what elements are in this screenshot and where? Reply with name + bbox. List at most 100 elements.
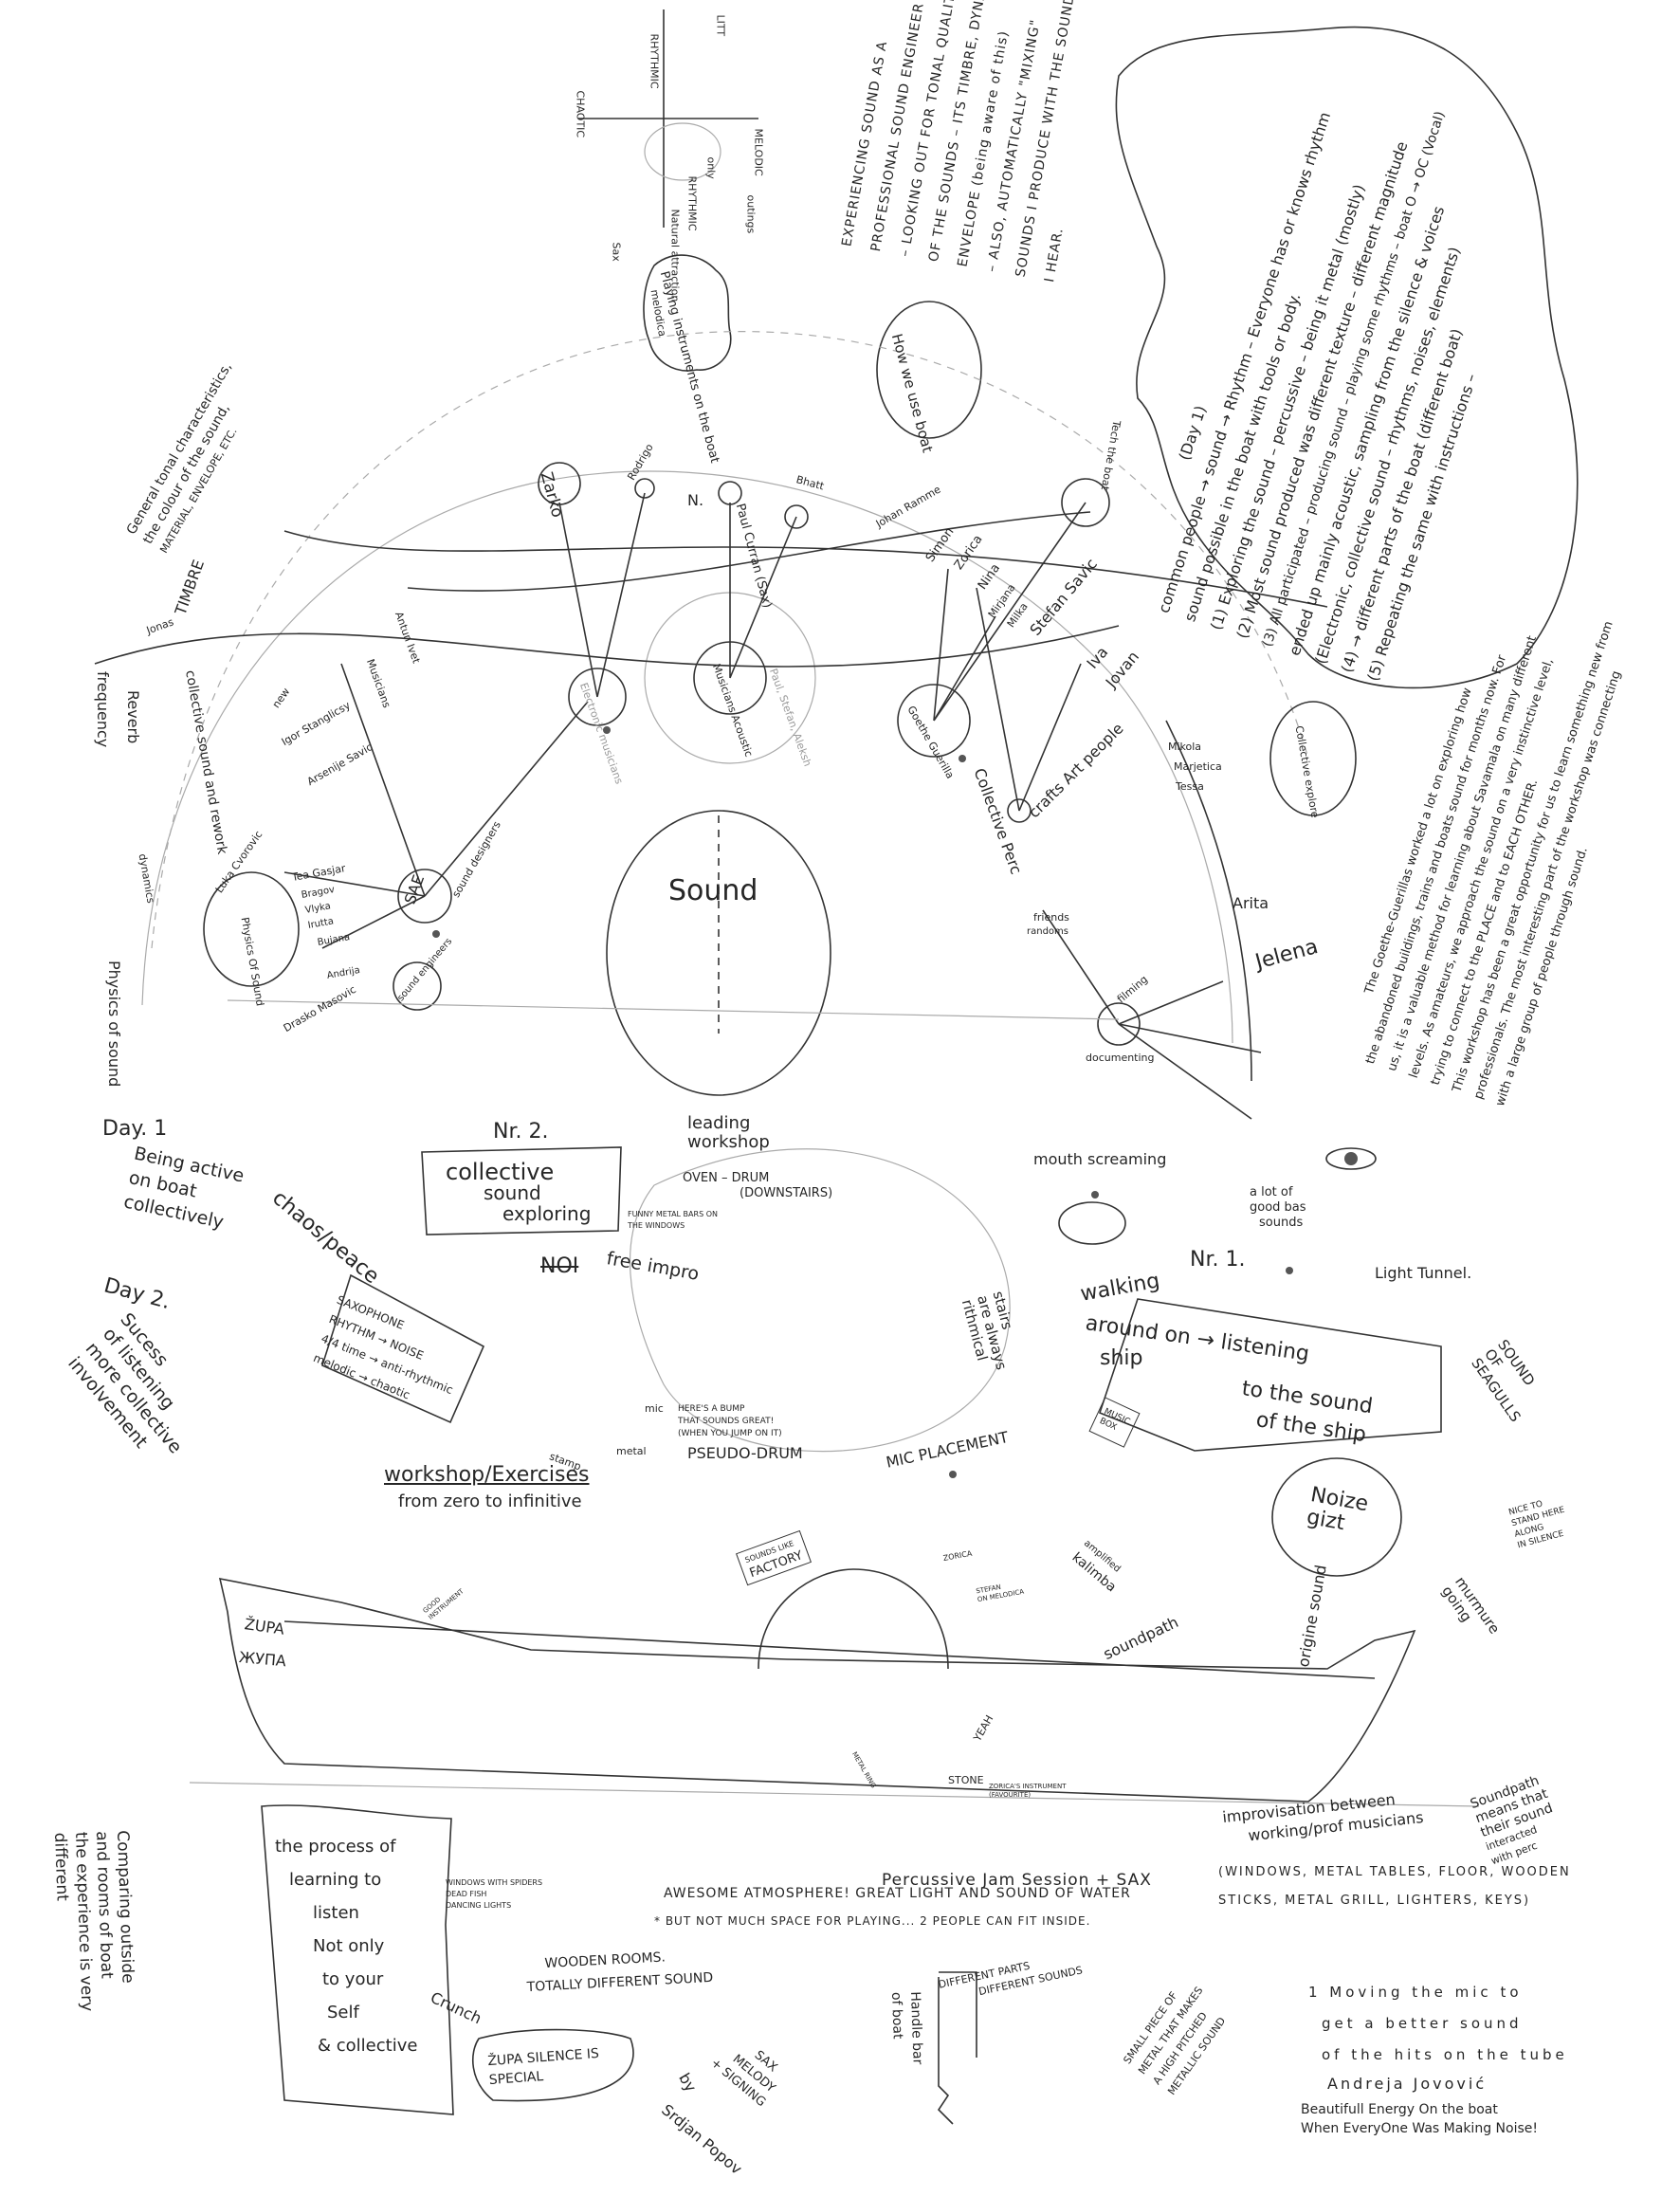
not-much-space-label: * BUT NOT MUCH SPACE FOR PLAYING... 2 PE… [654,1914,1091,1928]
leading-workshop-label: leading workshop [687,1114,770,1152]
wooden-rooms-label: WOODEN ROOMS. TOTALLY DIFFERENT SOUND [525,1944,714,1999]
workshop-exercises-label: workshop/Exercises [384,1463,590,1487]
note-line: (FAVOURITE) [989,1791,1032,1799]
note-line: sounds [1259,1216,1304,1230]
note-line: ZORICA'S INSTRUMENT [989,1783,1067,1790]
note-line: HERE'S A BUMP [678,1404,745,1414]
axis-label-top: RHYTHMIC [648,33,661,89]
bas-sounds-label: a lot of good bas sounds [1250,1185,1306,1231]
note-line: OVEN – DRUM [683,1171,770,1185]
note-line: WINDOWS WITH SPIDERS [446,1878,543,1887]
nr1-label: Nr. 1. [1190,1248,1246,1272]
awesome-atmosphere-label: AWESOME ATMOSPHERE! GREAT LIGHT AND SOUN… [664,1886,1131,1901]
note-line: 1 Moving the mic to [1308,1984,1523,2001]
middle-arc [141,470,1233,1044]
note-line: When EveryOne Was Making Noise! [1301,2121,1538,2136]
process-box-text: the process of learning to listen Not on… [275,1830,417,2062]
note-line: the process of [275,1837,396,1857]
bump-label: HERE'S A BUMP THAT SOUNDS GREAT! (WHEN Y… [678,1403,782,1440]
note-line: Not only [313,1936,385,1956]
note-line: to your [322,1969,384,1989]
mouth-screaming-label: mouth screaming [1033,1150,1167,1168]
light-tunnel-label: Light Tunnel. [1375,1264,1472,1282]
note-line: Self [327,2003,359,2022]
note-line: leading [687,1113,751,1133]
edge [94,511,1328,668]
note-line: THE WINDOWS [628,1221,685,1230]
zoricas-instrument-label: ZORICA'S INSTRUMENT (FAVOURITE) [989,1783,1066,1800]
nr2-label: Nr. 2. [493,1120,549,1144]
baseline [227,999,1120,1020]
group-label-documenting: documenting [1086,1052,1155,1064]
cloud-outline [1115,26,1579,689]
axis-label-right: MELODIC [752,128,765,176]
noize-circle [1271,1457,1402,1577]
note-line: FUNNY METAL BARS ON [628,1210,718,1218]
note-line: listen [313,1903,359,1923]
materials-label: (WINDOWS, METAL TABLES, FLOOR, WOODEN ST… [1218,1858,1571,1915]
note-line: of boat [888,1991,905,2040]
silence-box [472,2028,634,2102]
note-line: a lot of [1250,1185,1293,1199]
node-label-marjetica: Marjetica [1174,760,1222,773]
axis-label-sax: Sax [610,242,623,262]
axis-cluster [644,122,721,181]
handle-bar-label: Handle bar of boat [886,1991,927,2065]
how-boat-ellipse [876,301,982,439]
note-line: Handle bar [907,1991,925,2065]
note-line: sound [484,1181,541,1204]
noi-label: NOI [540,1254,579,1278]
note-line: workshop [687,1132,770,1152]
process-box [261,1804,454,2115]
metal-label: metal [616,1445,647,1457]
playing-cloud [643,254,732,372]
percussive-jam-label: Percussive Jam Session + SAX [882,1871,1152,1890]
note-line: good bas [1250,1200,1306,1215]
node-label-n: N. [687,491,704,509]
note-line: (DOWNSTAIRS) [740,1186,833,1200]
andreja-label: Andreja Jovović [1327,2075,1488,2093]
note-line: learning to [289,1870,382,1890]
node-sound-engineers [393,961,442,1011]
metal-bars-label: FUNNY METAL BARS ON THE WINDOWS [628,1209,718,1232]
node-label-mikola: Mikola [1168,741,1202,753]
engineer-note: EXPERIENCING SOUND AS A PROFESSIONAL SOU… [832,0,1129,287]
node-goethe [897,684,971,758]
axis-label-only: only [704,156,718,179]
note-line: exploring [502,1202,592,1225]
collective-box [421,1146,622,1235]
sound-center-label: Sound [668,874,758,907]
note-line: & collective [318,2036,418,2056]
note-line: DEAD FISH [446,1890,487,1898]
node-crafts [1007,798,1032,823]
eye-icon [1325,1147,1377,1170]
noize-label: Noize gizt [1305,1483,1370,1539]
paddle-wheel [758,1568,949,1670]
group-label-friends: friends [1033,911,1069,924]
outer-arc [151,331,1309,949]
note-line: of the hits on the tube [1322,2046,1568,2063]
eye-pupil [1344,1152,1358,1165]
pseudo-drum-label: PSEUDO-DRUM [687,1444,803,1462]
node-rodrigo [634,478,655,499]
silence-label: ŽUPA SILENCE IS SPECIAL [487,2044,601,2090]
sound-circle [606,810,831,1096]
reverb-label: Reverb [124,690,142,744]
note-line: (WINDOWS, METAL TABLES, FLOOR, WOODEN [1218,1865,1571,1879]
node-collective-explore [1269,701,1357,816]
note-line: STICKS, METAL GRILL, LIGHTERS, KEYS) [1218,1894,1531,1908]
windows-spiders-label: WINDOWS WITH SPIDERS DEAD FISH DANCING L… [446,1877,542,1912]
node-bhatt [784,504,809,529]
group-label-randoms: randoms [1027,926,1068,937]
lips-icon [1058,1201,1126,1245]
mic-label: mic [645,1402,664,1415]
node-paul [718,481,742,505]
note-line: THAT SOUNDS GREAT! [678,1417,775,1426]
ship-name-cyrillic: ЖУПА [238,1648,287,1671]
ship-deck-circle [629,1148,1011,1453]
ship-hull [218,1577,1416,1803]
moving-mic-label: 1 Moving the mic to get a better sound o… [1308,1977,1568,2071]
walking-zone [1099,1298,1442,1452]
note-line: DANCING LIGHTS [446,1901,512,1910]
